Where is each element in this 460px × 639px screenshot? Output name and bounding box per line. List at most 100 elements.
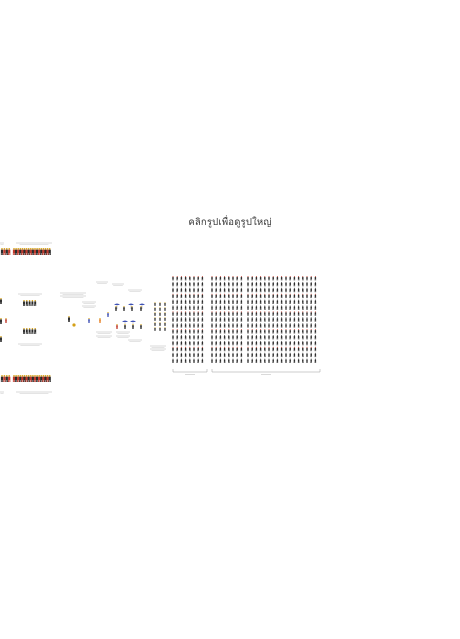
person-figure-icon bbox=[251, 358, 253, 363]
person-figure-icon bbox=[255, 358, 258, 363]
person-figure-icon bbox=[180, 346, 183, 352]
person-figure-icon bbox=[123, 306, 125, 311]
person-figure-icon bbox=[297, 287, 300, 293]
person-figure-icon bbox=[40, 375, 43, 382]
person-figure-icon bbox=[223, 305, 226, 310]
person-figure-icon bbox=[42, 248, 45, 255]
person-figure-icon bbox=[293, 311, 296, 316]
person-figure-icon bbox=[240, 340, 243, 346]
person-figure-icon bbox=[25, 375, 28, 382]
person-figure-icon bbox=[31, 300, 34, 306]
person-figure-icon bbox=[293, 335, 296, 340]
person-figure-icon bbox=[272, 281, 274, 287]
person-figure-icon bbox=[310, 281, 312, 287]
person-figure-icon bbox=[285, 358, 287, 363]
person-figure-icon bbox=[197, 281, 199, 287]
person-figure-icon bbox=[264, 317, 266, 322]
person-figure-icon bbox=[276, 287, 279, 293]
person-figure-icon bbox=[184, 340, 187, 346]
person-figure-icon bbox=[306, 299, 308, 304]
person-figure-icon bbox=[180, 276, 183, 281]
person-figure-icon bbox=[29, 375, 32, 382]
person-figure-icon bbox=[255, 329, 258, 334]
person-figure-icon bbox=[215, 299, 217, 304]
person-figure-icon bbox=[172, 317, 174, 322]
person-figure-icon bbox=[184, 276, 187, 281]
person-figure-icon bbox=[293, 276, 296, 281]
person-figure-icon bbox=[228, 311, 230, 316]
person-figure-icon bbox=[211, 352, 213, 358]
person-figure-icon bbox=[247, 329, 249, 334]
person-figure-icon bbox=[172, 311, 174, 316]
person-figure-icon bbox=[255, 352, 258, 358]
person-figure-icon bbox=[34, 300, 37, 306]
person-figure-icon bbox=[285, 329, 287, 334]
person-figure-icon bbox=[25, 328, 28, 334]
person-figure-icon bbox=[23, 248, 26, 255]
person-figure-icon bbox=[285, 287, 287, 293]
person-figure-icon bbox=[297, 346, 300, 352]
person-figure-icon bbox=[193, 311, 195, 316]
person-figure-icon bbox=[272, 352, 274, 358]
person-figure-icon bbox=[314, 346, 317, 352]
person-figure-icon bbox=[228, 281, 230, 287]
medallion-icon bbox=[72, 323, 76, 327]
person-figure-icon bbox=[215, 346, 217, 352]
procession-column-top-left bbox=[0, 242, 52, 255]
person-figure-icon bbox=[264, 276, 266, 281]
person-figure-icon bbox=[164, 302, 166, 306]
person-figure-icon bbox=[264, 311, 266, 316]
person-figure-icon bbox=[268, 323, 270, 328]
person-figure-icon bbox=[159, 302, 161, 306]
person-figure-icon bbox=[289, 340, 291, 346]
person-figure-icon bbox=[236, 340, 238, 346]
person-figure-icon bbox=[31, 375, 35, 382]
group-bracket bbox=[211, 369, 321, 375]
person-figure-icon bbox=[193, 287, 195, 293]
person-figure-icon bbox=[201, 305, 204, 310]
person-figure-icon bbox=[184, 311, 187, 316]
person-figure-icon bbox=[247, 358, 249, 363]
person-figure-icon bbox=[259, 340, 262, 346]
person-figure-icon bbox=[240, 358, 243, 363]
person-figure-icon bbox=[159, 317, 161, 321]
person-figure-icon bbox=[268, 299, 270, 304]
person-figure-icon bbox=[21, 375, 24, 382]
person-figure-icon bbox=[176, 335, 178, 340]
person-figure-icon bbox=[215, 358, 217, 363]
person-figure-icon bbox=[29, 248, 32, 255]
person-figure-icon bbox=[172, 305, 174, 310]
person-figure-icon bbox=[176, 352, 178, 358]
person-figure-icon bbox=[259, 311, 262, 316]
person-figure-icon bbox=[140, 324, 142, 329]
person-figure-icon bbox=[99, 318, 101, 323]
person-figure-icon bbox=[232, 329, 234, 334]
person-figure-icon bbox=[236, 287, 238, 293]
person-figure-icon bbox=[240, 311, 243, 316]
person-figure-icon bbox=[272, 358, 274, 363]
person-figure-icon bbox=[223, 293, 226, 299]
person-figure-icon bbox=[276, 276, 279, 281]
person-figure-icon bbox=[228, 299, 230, 304]
group-bracket bbox=[172, 369, 208, 375]
person-figure-icon bbox=[306, 281, 308, 287]
person-figure-icon bbox=[310, 317, 312, 322]
person-figure-icon bbox=[289, 299, 291, 304]
person-figure-icon bbox=[197, 352, 199, 358]
person-figure-icon bbox=[5, 375, 8, 382]
person-figure-icon bbox=[255, 340, 258, 346]
person-figure-icon bbox=[223, 335, 226, 340]
person-figure-icon bbox=[184, 329, 187, 334]
person-figure-icon bbox=[259, 293, 262, 299]
person-figure-icon bbox=[232, 281, 234, 287]
person-figure-icon bbox=[285, 352, 287, 358]
person-figure-icon bbox=[272, 276, 274, 281]
person-figure-icon bbox=[17, 375, 20, 382]
person-figure-icon bbox=[259, 335, 262, 340]
person-figure-icon bbox=[310, 335, 312, 340]
person-figure-icon bbox=[38, 248, 41, 255]
person-figure-icon bbox=[297, 335, 300, 340]
person-figure-icon bbox=[184, 305, 187, 310]
person-figure-icon bbox=[172, 335, 174, 340]
